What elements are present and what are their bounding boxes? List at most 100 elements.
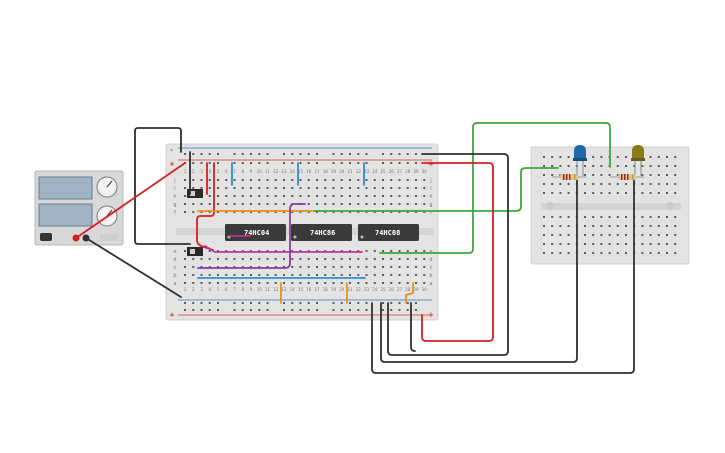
rail-hole[interactable]	[382, 153, 384, 155]
breadboard-hole[interactable]	[600, 174, 603, 176]
breadboard-hole[interactable]	[551, 192, 554, 194]
breadboard-hole[interactable]	[225, 266, 228, 268]
breadboard-hole[interactable]	[559, 156, 562, 158]
rail-hole[interactable]	[340, 153, 343, 155]
breadboard-hole[interactable]	[592, 192, 595, 194]
wire-black-right-loop-b[interactable]	[410, 302, 416, 352]
breadboard-hole[interactable]	[406, 258, 409, 260]
breadboard-hole[interactable]	[357, 266, 360, 268]
breadboard-hole[interactable]	[233, 179, 236, 181]
rail-hole[interactable]	[258, 302, 261, 304]
breadboard-hole[interactable]	[291, 195, 294, 197]
breadboard-hole[interactable]	[307, 274, 310, 276]
rail-hole[interactable]	[233, 309, 236, 311]
breadboard-hole[interactable]	[390, 250, 393, 252]
rail-hole[interactable]	[299, 153, 302, 155]
breadboard-hole[interactable]	[200, 203, 203, 205]
breadboard-hole[interactable]	[567, 225, 570, 227]
rail-hole[interactable]	[332, 153, 335, 155]
breadboard-hole[interactable]	[657, 156, 660, 158]
breadboard-hole[interactable]	[551, 174, 554, 176]
breadboard-hole[interactable]	[225, 211, 228, 213]
breadboard-hole[interactable]	[307, 250, 310, 252]
breadboard-hole[interactable]	[283, 282, 285, 284]
rail-hole[interactable]	[349, 309, 351, 311]
breadboard-hole[interactable]	[266, 203, 269, 205]
breadboard-hole[interactable]	[390, 203, 393, 205]
breadboard-hole[interactable]	[258, 266, 261, 268]
breadboard-hole[interactable]	[592, 234, 595, 236]
breadboard-hole[interactable]	[324, 187, 327, 189]
breadboard-hole[interactable]	[291, 211, 294, 213]
rail-hole[interactable]	[406, 302, 409, 304]
breadboard-hole[interactable]	[559, 165, 562, 167]
breadboard-hole[interactable]	[674, 243, 677, 245]
breadboard-hole[interactable]	[657, 225, 660, 227]
breadboard-hole[interactable]	[398, 258, 401, 260]
breadboard-hole[interactable]	[340, 179, 343, 181]
breadboard-hole[interactable]	[567, 243, 570, 245]
rail-hole[interactable]	[398, 153, 401, 155]
rail-hole[interactable]	[316, 302, 318, 304]
breadboard-hole[interactable]	[584, 165, 586, 167]
rail-hole[interactable]	[241, 302, 244, 304]
breadboard-hole[interactable]	[373, 250, 376, 252]
breadboard-hole[interactable]	[551, 252, 554, 254]
rail-hole[interactable]	[340, 302, 343, 304]
terminal-strip-holes[interactable]	[184, 179, 426, 284]
breadboard-hole[interactable]	[332, 282, 335, 284]
breadboard-hole[interactable]	[357, 274, 360, 276]
breadboard-hole[interactable]	[332, 179, 335, 181]
breadboard-hole[interactable]	[551, 156, 554, 158]
breadboard-hole[interactable]	[365, 187, 368, 189]
breadboard-hole[interactable]	[200, 179, 203, 181]
rail-hole[interactable]	[283, 153, 285, 155]
breadboard-hole[interactable]	[616, 156, 619, 158]
breadboard-hole[interactable]	[283, 179, 285, 181]
breadboard-hole[interactable]	[357, 203, 360, 205]
breadboard-hole[interactable]	[258, 282, 261, 284]
breadboard-hole[interactable]	[406, 179, 409, 181]
breadboard-hole[interactable]	[373, 187, 376, 189]
rail-hole[interactable]	[299, 302, 302, 304]
breadboard-hole[interactable]	[324, 274, 327, 276]
breadboard-hole[interactable]	[625, 234, 627, 236]
breadboard-hole[interactable]	[283, 266, 285, 268]
rail-hole[interactable]	[382, 302, 384, 304]
breadboard-hole[interactable]	[365, 282, 368, 284]
breadboard-hole[interactable]	[625, 252, 627, 254]
breadboard-hole[interactable]	[332, 274, 335, 276]
breadboard-hole[interactable]	[592, 183, 595, 185]
breadboard-hole[interactable]	[649, 192, 652, 194]
breadboard-hole[interactable]	[316, 187, 318, 189]
breadboard-hole[interactable]	[283, 195, 285, 197]
breadboard-hole[interactable]	[423, 266, 426, 268]
rail-hole[interactable]	[258, 309, 261, 311]
rail-hole[interactable]	[357, 302, 360, 304]
rail-hole[interactable]	[340, 309, 343, 311]
breadboard-hole[interactable]	[332, 250, 335, 252]
breadboard-hole[interactable]	[217, 187, 219, 189]
breadboard-hole[interactable]	[666, 174, 668, 176]
breadboard-hole[interactable]	[567, 156, 570, 158]
breadboard-hole[interactable]	[415, 187, 417, 189]
breadboard-hole[interactable]	[357, 282, 360, 284]
breadboard-hole[interactable]	[208, 274, 211, 276]
breadboard-hole[interactable]	[423, 203, 426, 205]
breadboard-hole[interactable]	[266, 258, 269, 260]
rail-hole[interactable]	[307, 309, 310, 311]
breadboard-hole[interactable]	[423, 274, 426, 276]
breadboard-hole[interactable]	[324, 258, 327, 260]
breadboard-hole[interactable]	[192, 258, 195, 260]
breadboard-hole[interactable]	[233, 211, 236, 213]
breadboard-hole[interactable]	[332, 211, 335, 213]
breadboard-hole[interactable]	[398, 250, 401, 252]
breadboard-hole[interactable]	[592, 165, 595, 167]
breadboard-hole[interactable]	[208, 266, 211, 268]
breadboard-hole[interactable]	[291, 250, 294, 252]
breadboard-hole[interactable]	[543, 192, 545, 194]
rail-hole[interactable]	[406, 162, 409, 164]
breadboard-hole[interactable]	[641, 216, 644, 218]
breadboard-hole[interactable]	[543, 243, 545, 245]
chip-74hc86[interactable]: 74HC86	[291, 224, 352, 241]
